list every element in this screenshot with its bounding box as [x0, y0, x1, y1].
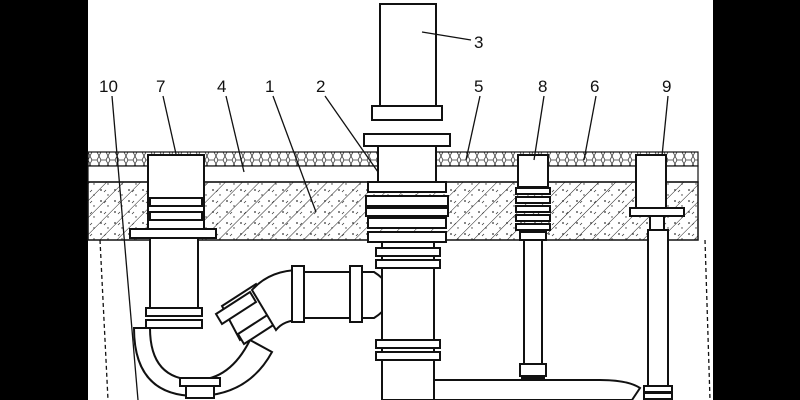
callout-6: 6 — [590, 77, 599, 96]
central-stack — [363, 3, 451, 400]
slab-edge-left — [99, 239, 109, 400]
slab-edge-right — [704, 239, 711, 400]
callout-4: 4 — [217, 77, 226, 96]
callout-9: 9 — [662, 77, 671, 96]
callout-5: 5 — [474, 77, 483, 96]
callout-8: 8 — [538, 77, 547, 96]
callout-2: 2 — [316, 77, 325, 96]
floor-drain-8 — [433, 154, 642, 400]
left-trap — [129, 154, 392, 399]
callout-labels: 10 7 4 1 2 3 5 8 6 9 — [99, 33, 671, 96]
fixture-9 — [629, 154, 685, 400]
callout-10: 10 — [99, 77, 118, 96]
callout-3: 3 — [474, 33, 483, 52]
leader-lines — [111, 31, 669, 400]
callout-1: 1 — [265, 77, 274, 96]
callout-7: 7 — [156, 77, 165, 96]
